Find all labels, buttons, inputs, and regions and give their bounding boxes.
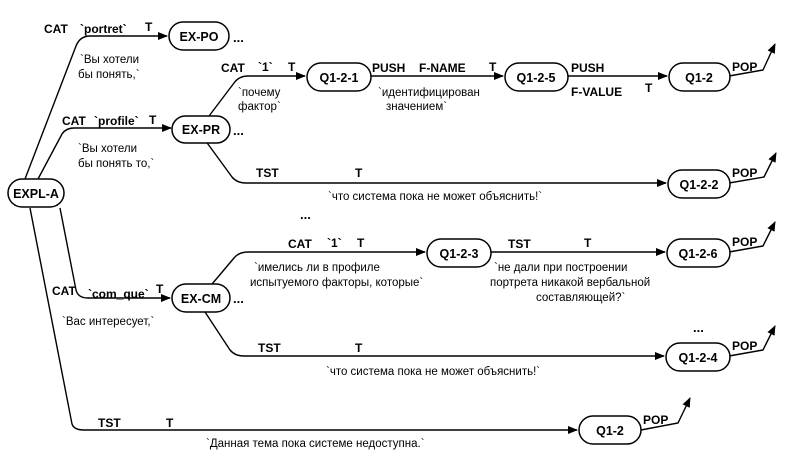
text-portret-line2: портрета никакой вербальной bbox=[490, 277, 650, 289]
ellipsis-middle: ... bbox=[300, 207, 311, 222]
node-q1-2-4-label: Q1-2-4 bbox=[679, 351, 718, 365]
arc-label-portret: `portret` bbox=[80, 22, 127, 36]
text-ex-pr-line1: `Вы хотели bbox=[78, 143, 137, 155]
edge-ex-cm-to-q1-2-3 bbox=[206, 248, 426, 291]
edge-ex-pr-to-q1-2-2 bbox=[204, 139, 667, 187]
text-system-2: `что система пока не может объяснить!` bbox=[326, 366, 540, 378]
edge-expl-a-to-ex-po bbox=[24, 32, 168, 180]
text-ident-line1: `идентифицирован bbox=[378, 87, 480, 99]
output-texts: `Вы хотели бы понять,` `Вы хотели бы пон… bbox=[62, 54, 650, 450]
ellipsis-ex-cm: ... bbox=[233, 291, 244, 306]
text-ex-po-line2: бы понять,` bbox=[78, 69, 140, 81]
arc-label-cat: CAT bbox=[221, 61, 245, 75]
edge-expl-a-to-ex-cm bbox=[59, 207, 171, 302]
text-profile-line2: испытуемого факторы, которые` bbox=[250, 277, 423, 289]
arc-label-t: T bbox=[145, 20, 153, 34]
edge-expl-a-to-ex-pr bbox=[37, 124, 172, 180]
arc-label-t: T bbox=[489, 60, 497, 74]
text-factor-line2: фактор` bbox=[238, 101, 281, 113]
node-ex-po-label: EX-PO bbox=[180, 30, 219, 44]
text-portret-line3: составляющей?` bbox=[536, 292, 625, 304]
edge-ex-cm-to-q1-2-4 bbox=[204, 311, 665, 360]
node-expl-a: EXPL-A bbox=[7, 178, 65, 208]
node-q1-2-3-label: Q1-2-3 bbox=[440, 247, 479, 261]
arc-label-t: T bbox=[355, 341, 363, 355]
arc-label-pop: POP bbox=[732, 235, 757, 249]
node-q1-2-5-label: Q1-2-5 bbox=[517, 71, 556, 85]
ellipses: ... ... ... ... ... bbox=[233, 30, 704, 335]
arc-label-t: T bbox=[288, 60, 296, 74]
pop-arrow-q1-2-top bbox=[728, 43, 776, 77]
arc-label-com-que: `com_que` bbox=[88, 287, 149, 301]
ellipsis-q1-2-4: ... bbox=[693, 320, 704, 335]
node-q1-2-6-label: Q1-2-6 bbox=[679, 247, 718, 261]
node-q1-2-4: Q1-2-4 bbox=[665, 342, 731, 372]
arc-label-t: T bbox=[166, 416, 174, 430]
arc-label-t: T bbox=[149, 113, 157, 127]
arc-label-tst: TST bbox=[258, 341, 281, 355]
arc-label-one: `1` bbox=[258, 60, 273, 74]
node-q1-2-top-label: Q1-2 bbox=[685, 71, 713, 85]
arc-label-tst: TST bbox=[508, 237, 531, 251]
arc-labels: CAT `portret` T CAT `profile` T CAT `com… bbox=[44, 20, 757, 430]
edges bbox=[24, 32, 777, 434]
arc-label-cat: CAT bbox=[44, 22, 68, 36]
arc-label-profile: `profile` bbox=[94, 114, 139, 128]
node-ex-po: EX-PO bbox=[168, 21, 230, 51]
pop-arrow-q1-2-bottom bbox=[640, 397, 691, 431]
arc-label-push: PUSH bbox=[372, 61, 405, 75]
pop-arrow-q1-2-4 bbox=[728, 325, 776, 357]
node-q1-2-bottom: Q1-2 bbox=[578, 415, 642, 445]
arc-label-t: T bbox=[156, 282, 164, 296]
arc-label-t: T bbox=[645, 81, 653, 95]
edge-expl-a-to-q1-2-bottom bbox=[29, 207, 578, 434]
node-ex-cm-label: EX-CM bbox=[181, 292, 221, 306]
node-ex-cm: EX-CM bbox=[171, 283, 231, 313]
pop-arrow-q1-2-6 bbox=[728, 221, 776, 253]
arc-label-t: T bbox=[355, 166, 363, 180]
node-expl-a-label: EXPL-A bbox=[13, 187, 59, 201]
text-ex-pr-line2: бы понять то,` bbox=[78, 158, 154, 170]
text-portret-line1: `не дали при построении bbox=[494, 262, 627, 274]
text-interest: `Вас интересует,` bbox=[62, 316, 154, 328]
arc-label-pop: POP bbox=[732, 166, 757, 180]
node-q1-2-6: Q1-2-6 bbox=[666, 238, 731, 268]
node-ex-pr-label: EX-PR bbox=[182, 123, 220, 137]
arc-label-f-value: F-VALUE bbox=[571, 85, 622, 99]
text-theme: `Данная тема пока системе недоступна.` bbox=[206, 438, 425, 450]
arc-label-pop: POP bbox=[643, 413, 668, 427]
nodes: EXPL-A EX-PO EX-PR EX-CM Q1-2-1 Q1-2-5 Q… bbox=[7, 21, 731, 445]
arc-label-one: `1` bbox=[327, 236, 342, 250]
arc-label-tst: TST bbox=[256, 166, 279, 180]
pop-arrow-q1-2-2 bbox=[728, 152, 777, 184]
arc-label-cat: CAT bbox=[288, 237, 312, 251]
node-q1-2-2-label: Q1-2-2 bbox=[680, 178, 719, 192]
text-factor-line1: `почему bbox=[238, 87, 281, 99]
arc-label-t: T bbox=[584, 236, 592, 250]
node-q1-2-top: Q1-2 bbox=[668, 62, 731, 92]
node-q1-2-2: Q1-2-2 bbox=[667, 169, 731, 199]
ellipsis-ex-po: ... bbox=[233, 30, 244, 45]
text-ex-po-line1: `Вы хотели bbox=[80, 54, 139, 66]
node-ex-pr: EX-PR bbox=[171, 115, 231, 144]
arc-label-cat: CAT bbox=[62, 114, 86, 128]
text-system-1: `что система пока не может объяснить!` bbox=[328, 191, 542, 203]
arc-label-tst: TST bbox=[98, 416, 121, 430]
arc-label-f-name: F-NAME bbox=[419, 61, 466, 75]
text-ident-line2: значением` bbox=[386, 101, 447, 113]
node-q1-2-1: Q1-2-1 bbox=[306, 62, 372, 92]
text-profile-line1: `имелись ли в профиле bbox=[254, 262, 380, 274]
node-q1-2-bottom-label: Q1-2 bbox=[596, 424, 624, 438]
node-q1-2-1-label: Q1-2-1 bbox=[320, 71, 359, 85]
arc-label-cat: CAT bbox=[52, 284, 76, 298]
ellipsis-ex-pr: ... bbox=[233, 123, 244, 138]
edge-ex-pr-to-q1-2-1 bbox=[205, 72, 306, 121]
arc-label-push: PUSH bbox=[571, 61, 604, 75]
node-q1-2-3: Q1-2-3 bbox=[426, 238, 492, 268]
arc-label-pop: POP bbox=[732, 339, 757, 353]
node-q1-2-5: Q1-2-5 bbox=[504, 62, 569, 92]
arc-label-pop: POP bbox=[732, 60, 757, 74]
arc-label-t: T bbox=[357, 236, 365, 250]
